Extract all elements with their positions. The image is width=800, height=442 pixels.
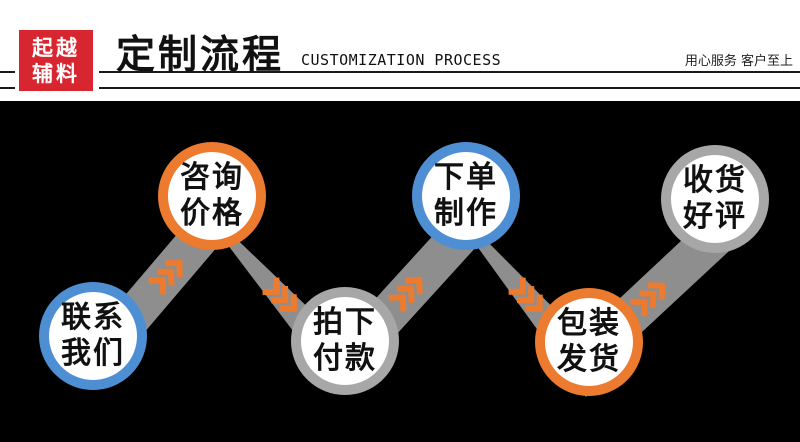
header-rule-top — [0, 71, 800, 73]
step-inquire-price: 咨询 价格 — [158, 142, 266, 250]
step-label: 下单 — [434, 160, 498, 195]
page-header: 起越 辅料 定制流程 CUSTOMIZATION PROCESS 用心服务 客户… — [0, 0, 800, 96]
flow-connectors — [98, 195, 742, 397]
chevron-arrows-icon — [148, 259, 183, 295]
page-title: 定制流程 — [116, 33, 285, 78]
page-subtitle: CUSTOMIZATION PROCESS — [301, 51, 502, 69]
header-slogan: 用心服务 客户至上 — [684, 54, 793, 69]
step-label: 发货 — [557, 342, 621, 377]
step-label: 包装 — [557, 306, 621, 341]
step-label: 联系 — [61, 300, 125, 335]
chevron-arrows-icon — [630, 282, 666, 317]
step-label: 价格 — [180, 196, 244, 231]
brand-logo-line2: 辅料 — [32, 60, 80, 86]
chevron-arrows-icon — [508, 277, 543, 312]
header-rule-bottom — [0, 87, 800, 89]
brand-logo-line1: 起越 — [32, 34, 80, 60]
step-receive-and-review: 收货 好评 — [661, 145, 769, 253]
step-label: 好评 — [683, 199, 747, 234]
step-label: 咨询 — [180, 160, 244, 195]
step-label: 我们 — [61, 336, 125, 371]
chevron-arrows-icon — [388, 276, 423, 312]
step-label: 付款 — [313, 341, 377, 376]
step-contact-us: 联系 我们 — [39, 282, 147, 390]
step-order-production: 下单 制作 — [412, 142, 520, 250]
step-place-and-pay: 拍下 付款 — [291, 287, 399, 395]
step-label: 制作 — [434, 196, 498, 231]
step-label: 收货 — [683, 163, 747, 198]
chevron-arrows-icon — [262, 277, 298, 312]
step-label: 拍下 — [313, 305, 377, 340]
step-pack-and-ship: 包装 发货 — [535, 288, 643, 396]
process-flow: 联系 我们 咨询 价格 拍下 付款 下单 制作 包装 发货 收货 好评 — [0, 101, 800, 442]
brand-logo: 起越 辅料 — [19, 30, 93, 91]
